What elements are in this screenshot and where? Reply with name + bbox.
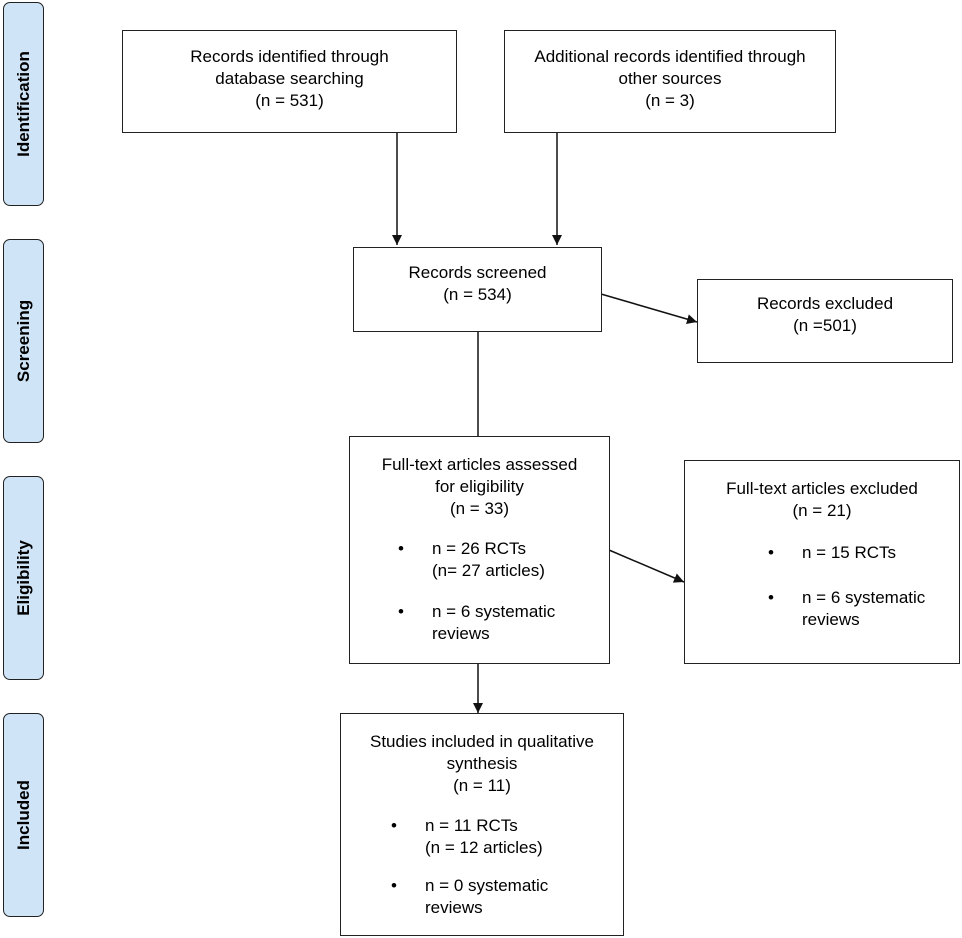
other-records-count: (n = 3) (645, 91, 695, 110)
records-excluded-count: (n =501) (793, 316, 857, 335)
included-reviews-label: reviews (425, 898, 483, 917)
fulltext-rcts-item: n = 26 RCTs (n= 27 articles) (398, 538, 609, 582)
database-records-line1: Records identified through (190, 47, 389, 66)
records-screened-box: Records screened (n = 534) (353, 247, 602, 332)
phase-included-label: Included (13, 780, 33, 850)
excluded-reviews-count: n = 6 systematic (802, 588, 926, 607)
studies-included-count: (n = 11) (453, 776, 511, 795)
phase-identification-label: Identification (13, 51, 33, 157)
fulltext-reviews-count: n = 6 systematic (432, 602, 556, 621)
records-screened-count: (n = 534) (443, 285, 512, 304)
other-records-line2: other sources (618, 69, 722, 88)
database-records-box: Records identified through database sear… (122, 30, 457, 133)
fulltext-assessed-line1: Full-text articles assessed (381, 455, 578, 474)
records-screened-label: Records screened (408, 263, 547, 282)
fulltext-excluded-box: Full-text articles excluded (n = 21) n =… (684, 460, 960, 664)
fulltext-reviews-item: n = 6 systematic reviews (398, 601, 609, 645)
included-rcts-articles: (n = 12 articles) (425, 838, 543, 857)
included-rcts-count: n = 11 RCTs (425, 816, 518, 835)
fulltext-assessed-line2: for eligibility (435, 477, 524, 496)
studies-included-box: Studies included in qualitative synthesi… (340, 713, 624, 936)
excluded-rcts-count: n = 15 RCTs (802, 543, 897, 562)
excluded-rcts-item: n = 15 RCTs (768, 542, 959, 564)
arrow-screened-to-excluded (600, 293, 698, 324)
fulltext-excluded-count: (n = 21) (792, 501, 852, 520)
arrow-fulltext-to-excluded (608, 549, 685, 583)
phase-included: Included (3, 713, 44, 917)
fulltext-reviews-label: reviews (432, 624, 490, 643)
other-records-box: Additional records identified through ot… (504, 30, 836, 133)
studies-included-line1: Studies included in qualitative (370, 732, 594, 751)
phase-eligibility-label: Eligibility (13, 540, 33, 616)
database-records-count: (n = 531) (255, 91, 324, 110)
included-reviews-item: n = 0 systematic reviews (391, 875, 623, 919)
records-excluded-label: Records excluded (756, 294, 894, 313)
phase-eligibility: Eligibility (3, 476, 44, 680)
other-records-line1: Additional records identified through (534, 47, 806, 66)
phase-screening-label: Screening (13, 299, 33, 383)
phase-identification: Identification (3, 2, 44, 206)
phase-screening: Screening (3, 239, 44, 443)
fulltext-excluded-label: Full-text articles excluded (726, 479, 918, 498)
included-rcts-item: n = 11 RCTs (n = 12 articles) (391, 815, 623, 859)
fulltext-assessed-count: (n = 33) (449, 499, 510, 518)
studies-included-line2: synthesis (446, 754, 518, 773)
fulltext-assessed-box: Full-text articles assessed for eligibil… (349, 436, 610, 664)
records-excluded-box: Records excluded (n =501) (697, 279, 953, 363)
excluded-reviews-item: n = 6 systematic reviews (768, 587, 959, 631)
database-records-line2: database searching (215, 69, 364, 88)
fulltext-rcts-articles: (n= 27 articles) (432, 561, 545, 580)
excluded-reviews-label: reviews (802, 610, 860, 629)
fulltext-rcts-count: n = 26 RCTs (432, 539, 527, 558)
included-reviews-count: n = 0 systematic (425, 876, 549, 895)
